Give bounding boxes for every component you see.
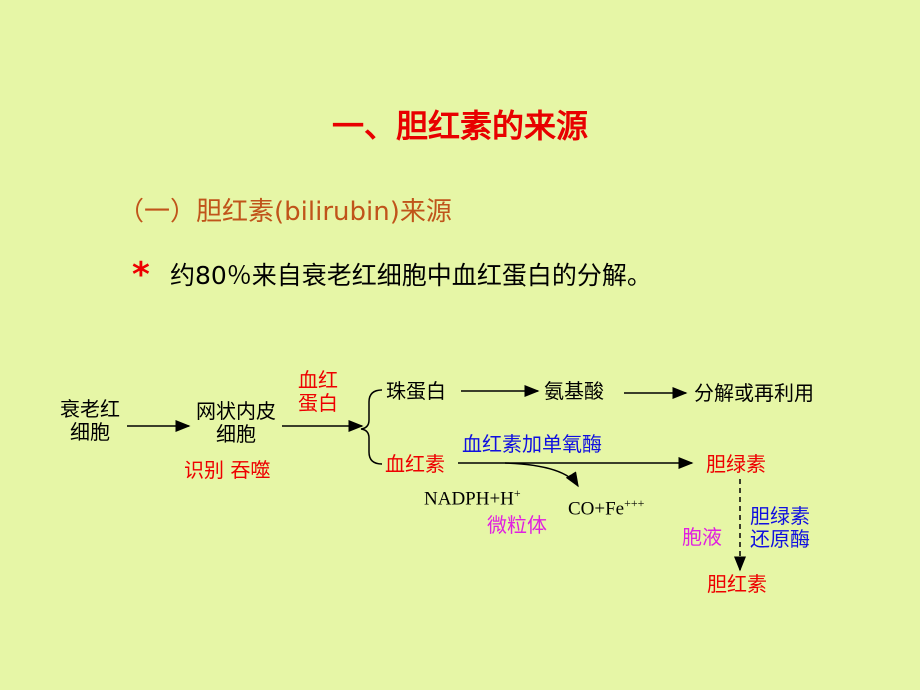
label-biliverdin-reductase: 胆绿素 还原酶: [750, 505, 810, 551]
node-degrade-reuse: 分解或再利用: [694, 381, 814, 405]
label-nadph-text: NADPH+H: [424, 488, 514, 510]
arrow-side-product: [504, 462, 579, 488]
label-microsome: 微粒体: [487, 513, 547, 537]
node-heme: 血红素: [385, 452, 445, 476]
label-cytosol: 胞液: [682, 525, 722, 549]
label-hemoglobin-line2: 蛋白: [298, 391, 338, 415]
label-nadph-sup: +: [513, 486, 521, 500]
bullet-text: 约80％来自衰老红细胞中血红蛋白的分解。: [170, 261, 652, 290]
node-re-line1: 网状内皮: [196, 399, 276, 423]
node-senescent-rbc-line1: 衰老红: [60, 397, 120, 421]
node-co-fe-sup: +++: [624, 496, 645, 510]
node-re-line2: 细胞: [216, 422, 256, 446]
node-co-fe-text: CO+Fe: [568, 498, 625, 520]
label-nadph: NADPH+H+: [424, 486, 521, 510]
node-reticuloendothelial: 网状内皮 细胞: [186, 400, 286, 446]
label-hemoglobin-line1: 血红: [298, 368, 338, 392]
node-amino-acid: 氨基酸: [544, 379, 604, 403]
label-recognition: 识别 吞噬: [184, 458, 271, 482]
label-hemoglobin: 血红 蛋白: [292, 369, 344, 415]
node-co-fe: CO+Fe+++: [568, 496, 645, 520]
bullet-star-icon: *: [132, 255, 150, 295]
branch-brace: [360, 389, 383, 465]
node-senescent-rbc-line2: 细胞: [70, 420, 110, 444]
label-reductase-line2: 还原酶: [750, 527, 810, 551]
node-senescent-rbc: 衰老红 细胞: [54, 398, 126, 444]
node-biliverdin: 胆绿素: [706, 452, 766, 476]
slide-title: 一、胆红素的来源: [331, 107, 588, 145]
node-bilirubin: 胆红素: [707, 572, 767, 596]
slide-subtitle: （一）胆红素(bilirubin)来源: [118, 197, 452, 227]
node-globin: 珠蛋白: [386, 379, 446, 403]
label-reductase-line1: 胆绿素: [750, 504, 810, 528]
label-heme-oxygenase: 血红素加单氧酶: [462, 432, 602, 456]
